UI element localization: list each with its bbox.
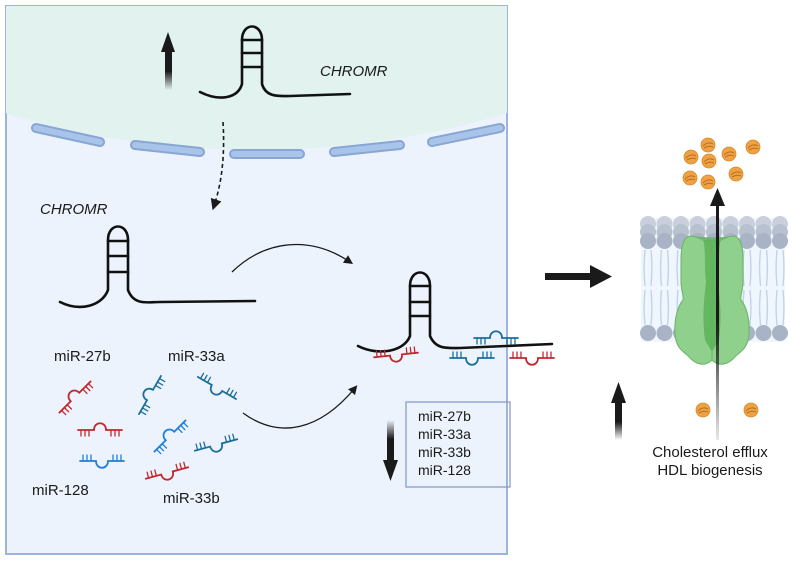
chromr-nuclear-label: CHROMR [320, 63, 388, 80]
sponge-arrow-icon [242, 385, 358, 429]
mirna-blue [79, 454, 125, 469]
box-mirna-2: miR-33a [418, 426, 471, 442]
upregulation-arrow-icon [161, 32, 175, 90]
mirna-teal [197, 372, 238, 400]
cholesterol-particle [743, 402, 759, 418]
efflux-arrow-icon [710, 188, 725, 440]
box-mirna-4: miR-128 [418, 462, 471, 478]
chromr-cytoplasm-label: CHROMR [40, 201, 108, 218]
downregulated-mirna-box: miR-27b miR-33a miR-33b miR-128 [405, 401, 511, 488]
outcome-line-1: Cholesterol efflux [652, 444, 768, 461]
cholesterol-particle [695, 402, 711, 418]
chromr-nuclear [198, 25, 352, 99]
cholesterol-particle [728, 166, 744, 182]
export-arrow-icon [210, 121, 225, 211]
bound-mirna-red [373, 346, 419, 363]
downregulation-arrow-icon [383, 420, 398, 481]
free-mirnas [58, 372, 239, 481]
mir33b-label: miR-33b [163, 490, 220, 507]
box-mirna-3: miR-33b [418, 444, 471, 460]
cholesterol-particle [701, 153, 717, 169]
nucleus [6, 6, 507, 150]
mirna-teal [193, 433, 239, 453]
cholesterol-particle [683, 149, 699, 165]
cholesterol-particle [700, 137, 716, 153]
cholesterol-particle [745, 139, 761, 155]
mirna-red [144, 461, 190, 481]
abca1-transporter [674, 235, 750, 365]
outcome-line-2: HDL biogenesis [657, 462, 762, 479]
mirna-teal [138, 375, 166, 416]
bound-mirna-teal [473, 330, 519, 345]
effect-arrow-icon [545, 265, 612, 288]
binding-arrow-icon [231, 243, 354, 273]
bound-mirna-teal [449, 351, 495, 366]
mirna-red [77, 422, 123, 437]
chromr-mirna-complex [356, 271, 555, 366]
mirna-red [58, 380, 94, 416]
chromr-cytoplasm [58, 225, 257, 309]
box-mirna-1: miR-27b [418, 408, 471, 424]
mir27b-label: miR-27b [54, 348, 111, 365]
cholesterol-molecules [682, 137, 761, 418]
mirna-blue [153, 419, 189, 455]
bound-mirna-red [509, 351, 555, 366]
cholesterol-particle [700, 174, 716, 190]
mir33a-label: miR-33a [168, 348, 225, 365]
outcome-upregulation-arrow-icon [611, 382, 626, 440]
mir128-label: miR-128 [32, 482, 89, 499]
cholesterol-particle [721, 146, 737, 162]
cholesterol-particle [682, 170, 698, 186]
